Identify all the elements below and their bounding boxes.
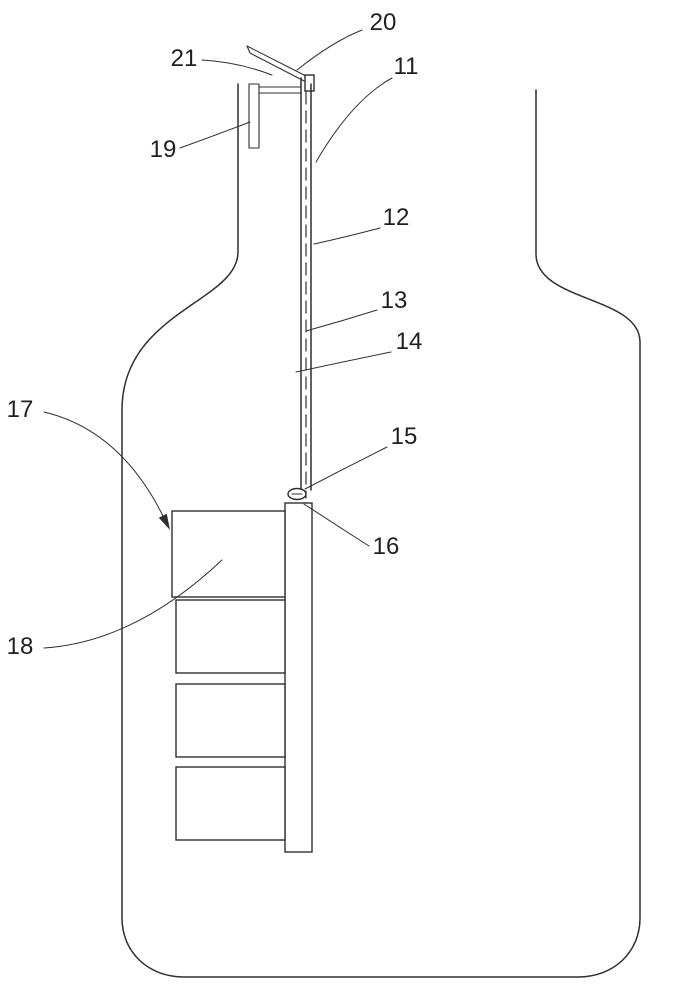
leader-line-14	[295, 351, 392, 373]
ref-21: 21	[171, 45, 273, 76]
leader-line-17	[43, 411, 164, 517]
block-2	[175, 599, 286, 674]
ref-label-20: 20	[370, 9, 397, 36]
leader-line-12	[313, 227, 381, 245]
leader-line-16	[303, 503, 370, 547]
ref-12: 12	[313, 204, 410, 245]
block-1	[171, 510, 286, 598]
ref-label-19: 19	[150, 136, 177, 163]
ref-15: 15	[304, 423, 418, 490]
leader-line-13	[305, 309, 378, 332]
ref-label-14: 14	[396, 328, 423, 355]
block-3	[175, 683, 286, 758]
ref-label-12: 12	[383, 204, 410, 231]
block-4	[175, 766, 286, 841]
leader-arrowhead-17	[158, 513, 170, 530]
tube-cap	[304, 74, 315, 92]
ref-17: 17	[7, 396, 170, 530]
leader-line-15	[304, 446, 388, 490]
leader-line-11	[315, 77, 393, 163]
ref-label-17: 17	[7, 396, 34, 423]
ref-label-15: 15	[391, 423, 418, 450]
ref-label-11: 11	[394, 53, 419, 80]
hook-clip	[248, 83, 302, 149]
leader-line-21	[201, 59, 273, 76]
bent-flap	[246, 45, 309, 84]
leader-line-19	[179, 121, 251, 149]
ref-13: 13	[305, 287, 408, 332]
bottle	[121, 83, 641, 978]
leader-line-18	[43, 559, 223, 649]
ref-11: 11	[315, 53, 419, 163]
reference-labels: 20 21 11 19 12 13	[7, 9, 423, 660]
ref-label-18: 18	[7, 633, 34, 660]
ref-19: 19	[150, 121, 251, 163]
ref-16: 16	[303, 503, 400, 560]
ref-label-13: 13	[381, 287, 408, 314]
internal-assembly	[171, 45, 315, 853]
ref-label-16: 16	[373, 533, 400, 560]
ref-18: 18	[7, 559, 223, 660]
leader-line-20	[296, 29, 363, 71]
support-plate	[284, 502, 313, 853]
ref-label-21: 21	[171, 45, 198, 72]
ref-20: 20	[296, 9, 397, 71]
ref-14: 14	[295, 328, 423, 373]
bottle-outline	[121, 83, 641, 978]
